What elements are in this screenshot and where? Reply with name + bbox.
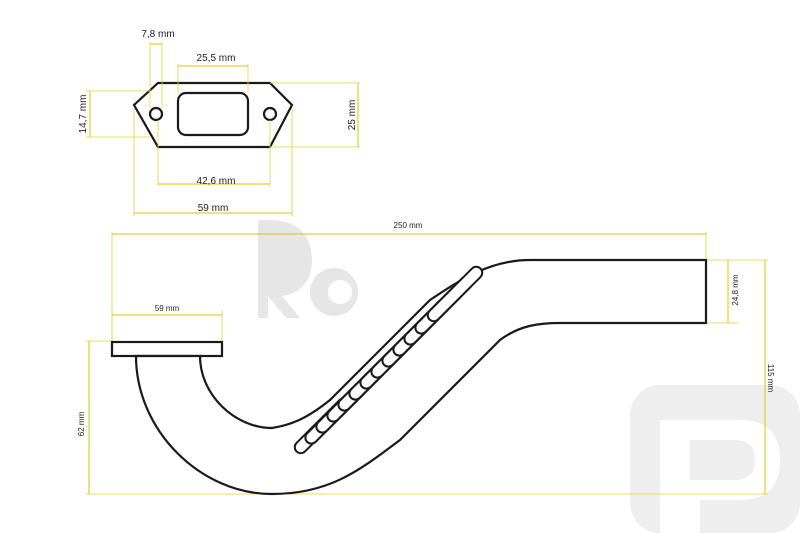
gasket-port <box>176 91 250 137</box>
pipe-body <box>134 258 708 496</box>
dim-label-overall-height: 115 mm <box>766 364 775 393</box>
gasket-hole-right <box>262 106 278 122</box>
dim-label-outlet-dia: 24,8 mm <box>731 274 740 305</box>
dim-label-port-width: 25,5 mm <box>197 53 236 64</box>
pipe-flange <box>110 340 224 358</box>
rc-watermark-logo <box>258 220 358 318</box>
pipe-extension-lines <box>86 232 768 495</box>
dim-label-bolt-spacing: 42,6 mm <box>197 176 236 187</box>
dim-label-height: 25 mm <box>347 100 358 131</box>
dim-label-flange-width: 59 mm <box>155 304 180 313</box>
corner-watermark-logo <box>630 385 800 533</box>
dim-label-overall-length: 250 mm <box>394 221 423 230</box>
pipe-drawing <box>110 258 708 496</box>
dim-label-thickness: 14,7 mm <box>78 95 89 134</box>
dim-label-overall-width: 59 mm <box>198 203 229 214</box>
gasket-extension-lines <box>86 42 360 216</box>
dim-label-hole-dia: 7,8 mm <box>141 29 174 40</box>
dim-label-drop: 62 mm <box>77 411 86 436</box>
pipe-flex-coils <box>293 265 484 455</box>
gasket-hole-left <box>148 106 164 122</box>
gasket-dimension-lines <box>89 43 359 214</box>
pipe-dimension-lines <box>88 233 766 494</box>
